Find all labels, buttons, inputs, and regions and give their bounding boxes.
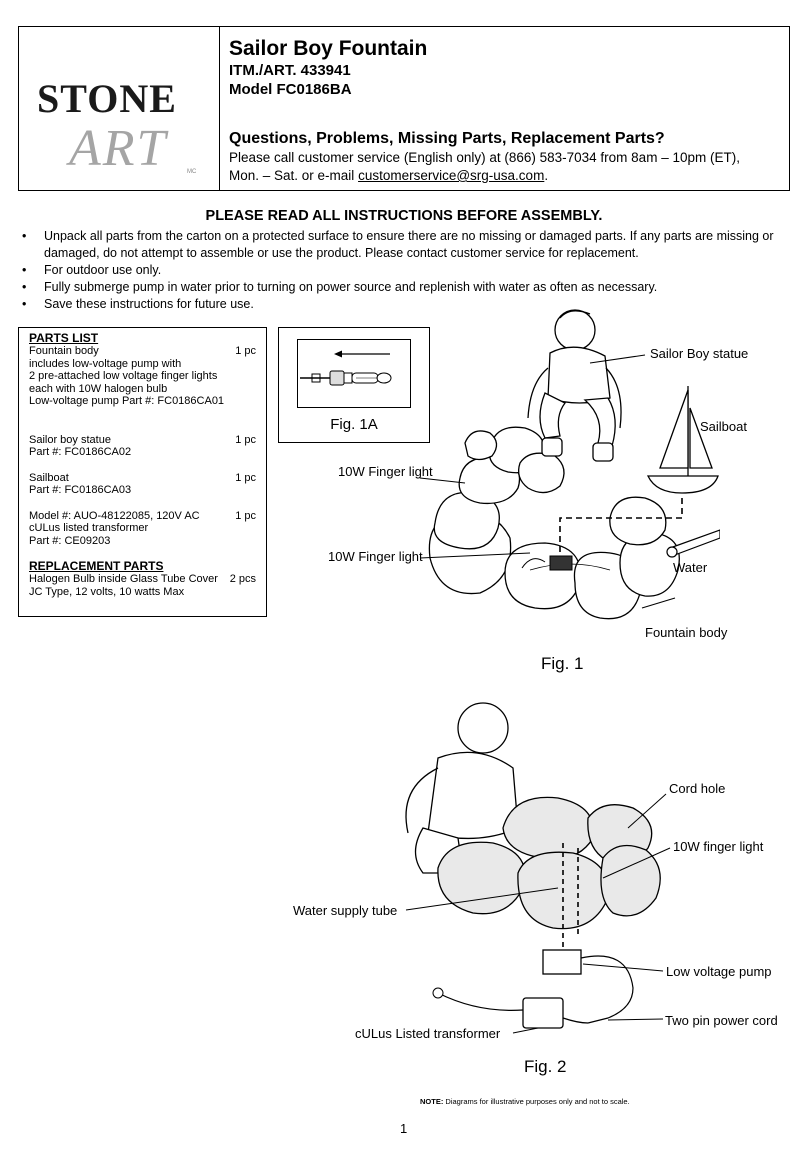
part-line: Part #: CE09203 <box>29 534 111 547</box>
instruction-item: Fully submerge pump in water prior to tu… <box>22 279 792 296</box>
finger-light-detail <box>297 339 411 408</box>
label-water: Water <box>673 560 708 575</box>
instruction-item: Save these instructions for future use. <box>22 296 792 313</box>
label-fountain-body: Fountain body <box>645 625 728 640</box>
part-line: Low-voltage pump Part #: FC0186CA01 <box>29 395 225 407</box>
label-finger-light-top: 10W Finger light <box>338 464 433 479</box>
part-line: Fountain body <box>29 345 99 357</box>
logo-mark: MC <box>187 169 197 175</box>
brand-logo: STONE ART MC <box>19 27 220 190</box>
part-item: Sailor boy statue Part #: FC0186CA02 1 p… <box>29 434 256 459</box>
part-item: Fountain body includes low-voltage pump … <box>29 345 256 408</box>
fig-2-illustration <box>405 702 671 1034</box>
fig-1-illustration <box>420 309 720 620</box>
part-line: Model #: AUO-48122085, 120V AC <box>29 509 200 522</box>
replacement-item: Halogen Bulb inside Glass Tube Cover JC … <box>29 573 256 598</box>
part-line: Part #: FC0186CA02 <box>29 446 132 458</box>
fig-2-caption: Fig. 2 <box>524 1057 567 1076</box>
logo-art-text: ART <box>69 120 168 177</box>
page-number: 1 <box>400 1121 408 1136</box>
contact-prefix: Mon. – Sat. or e-mail <box>229 168 359 183</box>
label-transformer: cULus Listed transformer <box>355 1026 501 1041</box>
note-label: NOTE: <box>420 1097 444 1106</box>
fig-1a-box: Fig. 1A <box>278 327 430 443</box>
part-line: Part #: FC0186CA03 <box>29 484 132 496</box>
label-low-voltage-pump: Low voltage pump <box>666 964 772 979</box>
label-finger-light-bottom: 10W Finger light <box>328 549 423 564</box>
part-line: 2 pre-attached low voltage finger lights <box>29 370 218 382</box>
header-box: STONE ART MC Sailor Boy Fountain ITM./AR… <box>18 26 790 191</box>
email-link[interactable]: customerservice@srg-usa.com <box>358 168 545 183</box>
product-title: Sailor Boy Fountain <box>229 37 428 60</box>
part-item: Model #: AUO-48122085, 120V AC cULus lis… <box>29 510 256 548</box>
replacement-heading: REPLACEMENT PARTS <box>29 559 164 573</box>
fig-1-caption: Fig. 1 <box>541 654 584 673</box>
parts-list-box: PARTS LIST Fountain body includes low-vo… <box>18 327 267 617</box>
part-line: JC Type, 12 volts, 10 watts Max <box>29 585 185 598</box>
label-sailor-boy-statue: Sailor Boy statue <box>650 346 749 361</box>
part-quantity: 1 pc <box>235 433 256 446</box>
part-quantity: 2 pcs <box>229 573 256 585</box>
part-line: Sailor boy statue <box>29 433 111 446</box>
instruction-item: Unpack all parts from the carton on a pr… <box>22 228 792 262</box>
item-number: ITM./ART. 433941 <box>229 62 351 79</box>
label-sailboat: Sailboat <box>700 419 747 434</box>
instructions-heading: PLEASE READ ALL INSTRUCTIONS BEFORE ASSE… <box>205 208 603 224</box>
part-quantity: 1 pc <box>235 345 256 357</box>
model-number: Model FC0186BA <box>229 81 352 98</box>
finger-light-illustration <box>300 350 392 386</box>
part-quantity: 1 pc <box>235 471 256 484</box>
label-two-pin-power-cord: Two pin power cord <box>665 1013 778 1028</box>
part-line: cULus listed transformer <box>29 522 149 534</box>
label-finger-light: 10W finger light <box>673 839 764 854</box>
contact-suffix: . <box>544 168 549 183</box>
part-line: Sailboat <box>29 471 69 484</box>
part-line: includes low-voltage pump with <box>29 357 182 370</box>
label-water-supply-tube: Water supply tube <box>293 903 398 918</box>
product-info: Sailor Boy Fountain ITM./ART. 433941 Mod… <box>220 27 789 190</box>
contact-line-2: Mon. – Sat. or e-mail customerservice@sr… <box>229 167 789 185</box>
illustration-note: NOTE: Diagrams for illustrative purposes… <box>420 1097 630 1106</box>
instruction-item: For outdoor use only. <box>22 262 792 279</box>
parts-list-heading: PARTS LIST <box>29 331 99 345</box>
label-cord-hole: Cord hole <box>669 781 726 796</box>
contact-line-1: Please call customer service (English on… <box>229 150 740 165</box>
part-line: each with 10W halogen bulb <box>29 382 168 395</box>
logo-stone-text: STONE <box>37 76 177 121</box>
fig-1a-caption: Fig. 1A <box>330 416 378 433</box>
note-text: Diagrams for illustrative purposes only … <box>443 1097 630 1106</box>
part-item: Sailboat Part #: FC0186CA03 1 pc <box>29 472 256 497</box>
instructions-list: Unpack all parts from the carton on a pr… <box>22 228 792 313</box>
part-line: Halogen Bulb inside Glass Tube Cover <box>29 573 218 585</box>
part-quantity: 1 pc <box>235 509 256 522</box>
questions-heading: Questions, Problems, Missing Parts, Repl… <box>229 130 665 147</box>
